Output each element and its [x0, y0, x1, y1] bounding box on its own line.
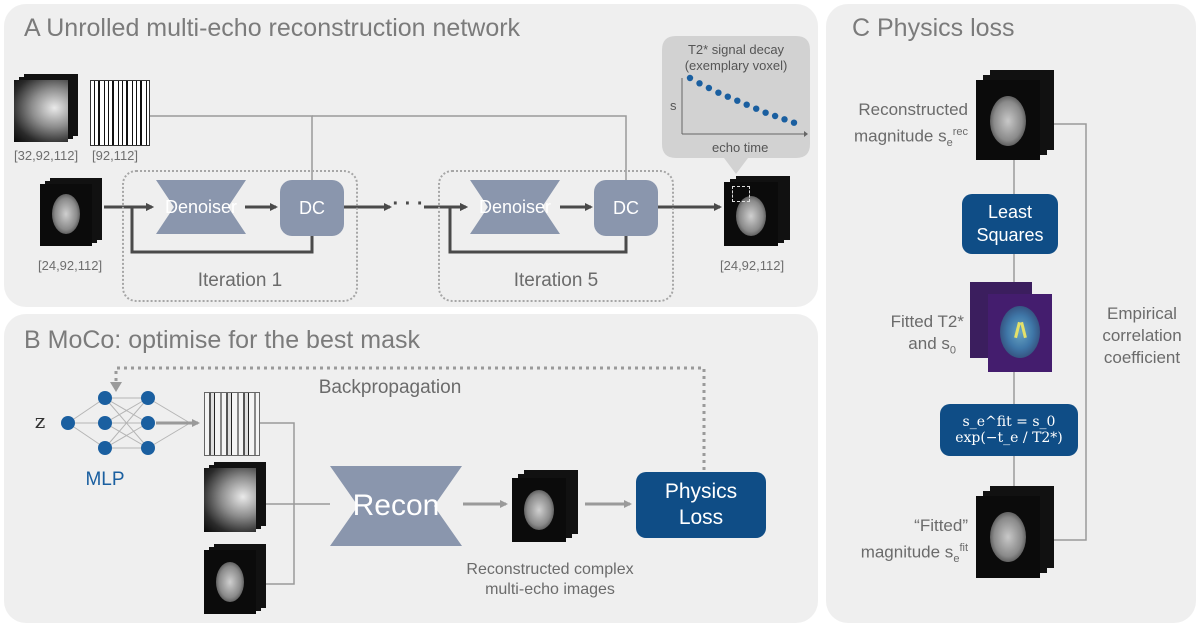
decay-point: [734, 97, 741, 104]
iteration-5-label: Iteration 5: [513, 270, 599, 291]
decay-point: [715, 89, 722, 96]
input-dims-coils: [32,92,112]: [14, 148, 79, 163]
iteration-1-box: [122, 170, 358, 302]
recon-mag-text: magnitude s: [853, 126, 947, 146]
fitted-magnitude-stack: [976, 486, 1054, 580]
undersampling-mask: [90, 80, 150, 146]
fit-formula-block: s_e^fit = s_0 exp(−t_e / T2*): [940, 404, 1078, 456]
fitted-mag-line1: “Fitted”: [914, 516, 968, 535]
mlp-label: MLP: [85, 469, 125, 490]
corr-line1: Empirical: [1107, 304, 1177, 323]
fitted-sub: 0: [949, 344, 956, 357]
coil-maps-stack: [14, 74, 78, 142]
output-brain-stack: [724, 176, 790, 248]
fitted-maps-stack: [970, 282, 1054, 374]
recon-label: Recon: [352, 489, 440, 522]
decay-point: [781, 116, 788, 123]
dc-block-1: DC: [280, 180, 344, 236]
denoiser-shape-1: [156, 180, 246, 234]
decay-point: [696, 80, 703, 87]
t2-decay-callout: [662, 36, 810, 174]
input-brain-stack-b: [204, 544, 266, 616]
input-brain-stack: [40, 178, 104, 248]
least-squares-block: Least Squares: [962, 194, 1058, 254]
output-dims: [24,92,112]: [720, 258, 785, 273]
panel-c-title: C Physics loss: [852, 14, 1015, 42]
recon-magnitude-stack: [976, 70, 1054, 162]
fitted-mag-sub: e: [953, 553, 960, 566]
fitted-line2: and s0: [832, 334, 956, 360]
fitted-mag-text: magnitude s: [860, 542, 954, 562]
recon-mag-line1: Reconstructed: [858, 100, 968, 119]
recon-output-stack: [512, 470, 578, 544]
decay-point: [762, 109, 769, 116]
inset-ylabel: s: [670, 98, 677, 113]
fitted-text: and s: [908, 334, 950, 353]
inset-title-1: T2* signal decay: [687, 42, 785, 57]
input-dims-mask: [92,112]: [92, 148, 139, 163]
physics-loss-block: Physics Loss: [636, 472, 766, 538]
learned-mask: [204, 392, 260, 456]
dc-block-5: DC: [594, 180, 658, 236]
iteration-5-box: [438, 170, 674, 302]
decay-point: [686, 74, 694, 82]
recon-mag-sup: rec: [952, 126, 968, 138]
denoiser-shape-5: [470, 180, 560, 234]
least-squares-line1: Least: [987, 202, 1033, 222]
decay-point: [771, 112, 779, 120]
coil-maps-stack-b: [204, 462, 266, 534]
recon-mag-sub: e: [946, 137, 953, 150]
backprop-label: Backpropagation: [318, 377, 462, 398]
fitted-mag-line2: magnitude sefit: [832, 538, 968, 569]
physics-loss-line2: Loss: [678, 506, 724, 529]
physics-loss-line1: Physics: [664, 480, 738, 503]
denoiser-label-1: Denoiser: [164, 197, 238, 217]
decay-point: [753, 105, 760, 112]
panel-a-title: A Unrolled multi-echo reconstruction net…: [24, 14, 521, 42]
decay-point: [705, 84, 713, 92]
z-label: z: [34, 409, 46, 433]
corr-line3: coefficient: [1103, 348, 1181, 367]
recon-caption-1: Reconstructed complex: [466, 561, 634, 578]
fitted-mag-sup: fit: [959, 542, 968, 554]
decay-point: [790, 119, 798, 126]
iteration-1-label: Iteration 1: [197, 270, 283, 291]
decay-chart: [681, 74, 808, 137]
least-squares-line2: Squares: [976, 225, 1044, 245]
fitted-line1: Fitted T2*: [890, 312, 964, 331]
decay-point: [724, 93, 731, 100]
inset-xlabel: echo time: [712, 140, 769, 155]
inset-title-2: (exemplary voxel): [684, 58, 788, 73]
input-dims-brain: [24,92,112]: [38, 258, 103, 273]
recon-mag-line2: magnitude serec: [832, 122, 968, 153]
recon-shape: [330, 466, 462, 546]
panel-b-title: B MoCo: optimise for the best mask: [24, 326, 420, 354]
decay-point: [743, 101, 750, 108]
denoiser-label-5: Denoiser: [478, 197, 552, 217]
fit-formula: s_e^fit = s_0 exp(−t_e / T2*): [955, 414, 1063, 446]
corr-line2: correlation: [1102, 326, 1182, 345]
recon-caption-2: multi-echo images: [485, 581, 615, 598]
ellipsis: · · ·: [392, 193, 424, 215]
